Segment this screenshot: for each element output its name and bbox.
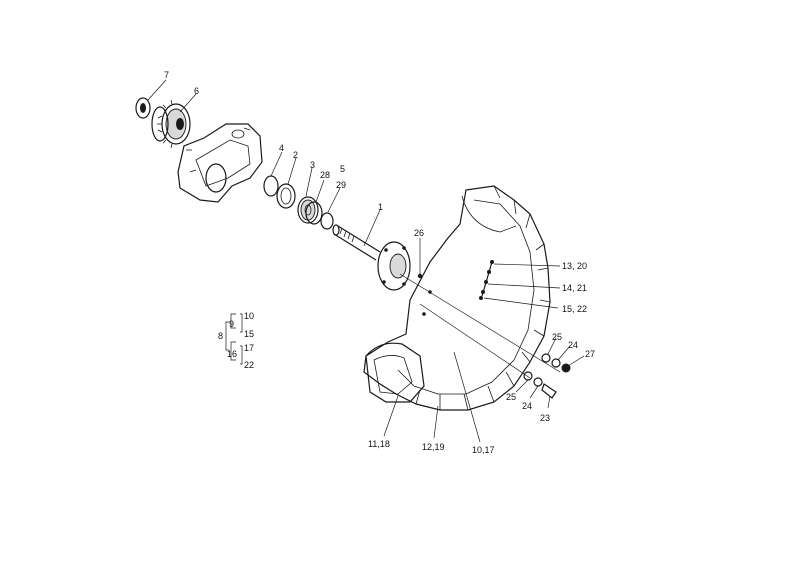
- label-part-24-upper: 24: [568, 340, 578, 350]
- label-part-26: 26: [414, 228, 424, 238]
- label-part-11-18: 11,18: [368, 439, 390, 449]
- bearing-part-7: [135, 97, 151, 119]
- label-part-23: 23: [540, 413, 550, 423]
- bolt-part-26: [417, 273, 423, 279]
- label-part-28: 28: [320, 170, 330, 180]
- label-part-29: 29: [336, 180, 346, 190]
- label-part-14-21: 14, 21: [562, 283, 587, 293]
- label-part-10-17: 10,17: [472, 445, 495, 455]
- leader-lines: [147, 79, 585, 443]
- legend-22: 22: [244, 360, 254, 370]
- label-part-13-20: 13, 20: [562, 261, 587, 271]
- legend-16: 16: [227, 349, 237, 359]
- label-part-25-lower: 25: [506, 392, 516, 402]
- wheel-rim-and-tire: [363, 185, 551, 411]
- label-part-4: 4: [279, 143, 284, 153]
- label-part-24-lower: 24: [522, 401, 532, 411]
- axle-shaft-part-1: [332, 224, 411, 291]
- label-part-12-19: 12,19: [422, 442, 445, 452]
- axle-housing: [177, 123, 263, 203]
- legend-8: 8: [218, 331, 223, 341]
- label-part-1: 1: [378, 202, 383, 212]
- label-part-3: 3: [310, 160, 315, 170]
- part-group-legend: 8 9 10 15 16 17 22: [218, 311, 254, 370]
- seal-ring-part-2: [276, 183, 296, 209]
- ring-part-4: [263, 175, 279, 197]
- ring-part-29: [320, 212, 334, 230]
- legend-15: 15: [244, 329, 254, 339]
- nut-washer-parts: [523, 353, 571, 399]
- label-part-7: 7: [164, 70, 169, 80]
- stud-parts-13-22: [479, 260, 494, 300]
- legend-10: 10: [244, 311, 254, 321]
- label-part-27: 27: [585, 349, 595, 359]
- ring-part-28: [305, 201, 323, 225]
- label-part-2: 2: [293, 150, 298, 160]
- label-part-6: 6: [194, 86, 199, 96]
- label-part-5: 5: [340, 164, 345, 174]
- gear-part-6: [151, 99, 191, 149]
- label-part-15-22: 15, 22: [562, 304, 587, 314]
- label-part-25-upper: 25: [552, 332, 562, 342]
- legend-17: 17: [244, 343, 254, 353]
- legend-9: 9: [229, 319, 234, 329]
